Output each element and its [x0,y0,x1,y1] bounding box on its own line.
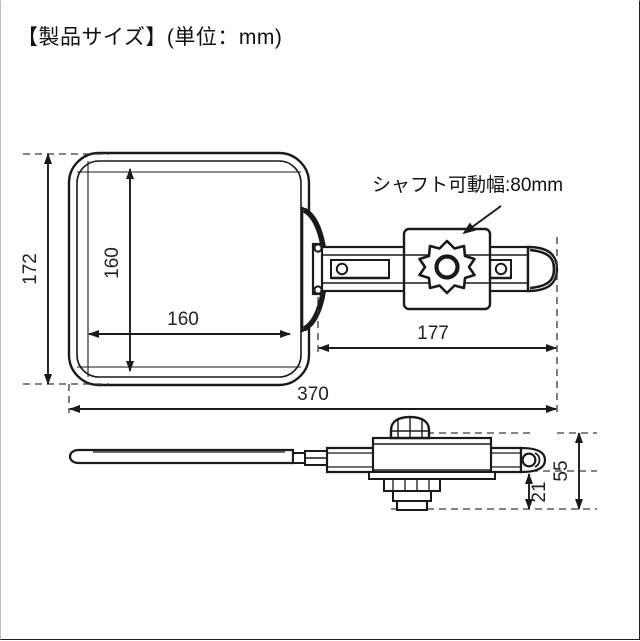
dimension-370-label: 370 [297,384,329,405]
shaft-travel-label: シャフト可動幅:80mm [372,174,563,196]
side-view-mirror-edge [68,448,295,465]
dimension-160-horizontal-label: 160 [167,309,199,330]
dimension-160-vertical-label: 160 [102,247,123,279]
side-view-connector [292,450,328,466]
knurled-knob-icon [418,239,476,295]
shaft-assembly [311,227,559,311]
shaft-travel-callout [462,205,502,235]
page-title: 【製品サイズ】(単位：mm) [17,26,283,49]
dimension-21-label: 21 [529,481,550,502]
side-view-mounting-stem [383,478,441,511]
dimension-55-label: 55 [551,460,572,481]
dimension-177-label: 177 [417,323,449,344]
side-view-top-knob [389,415,431,440]
dimension-172-label: 172 [20,253,41,285]
side-view-body [325,436,547,480]
